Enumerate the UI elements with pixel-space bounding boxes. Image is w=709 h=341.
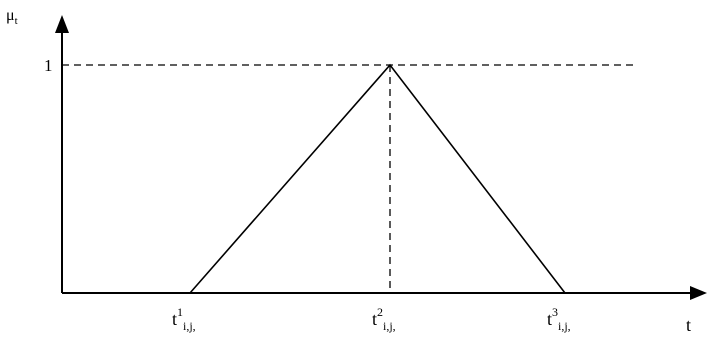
x-axis-title: t [686, 315, 691, 335]
y-axis-title: μt [6, 7, 18, 27]
reference-lines [62, 64, 637, 293]
x-tick-label-3: t3i,j, [547, 305, 571, 333]
y-axis-arrow-icon [55, 15, 69, 33]
series-line-0 [189, 63, 566, 294]
x-tick-label-2: t2i,j, [372, 305, 396, 333]
x-axis-arrow-icon [690, 286, 707, 300]
y-tick-label-1: 1 [44, 56, 53, 75]
y-axis-title-main: μ [6, 7, 15, 24]
y-axis-title-sub: t [15, 15, 18, 27]
x-tick-label-1: t1i,j, [172, 305, 196, 333]
series-group [189, 63, 566, 294]
x-tick-labels: t1i,j, t2i,j, t3i,j, [172, 305, 571, 333]
